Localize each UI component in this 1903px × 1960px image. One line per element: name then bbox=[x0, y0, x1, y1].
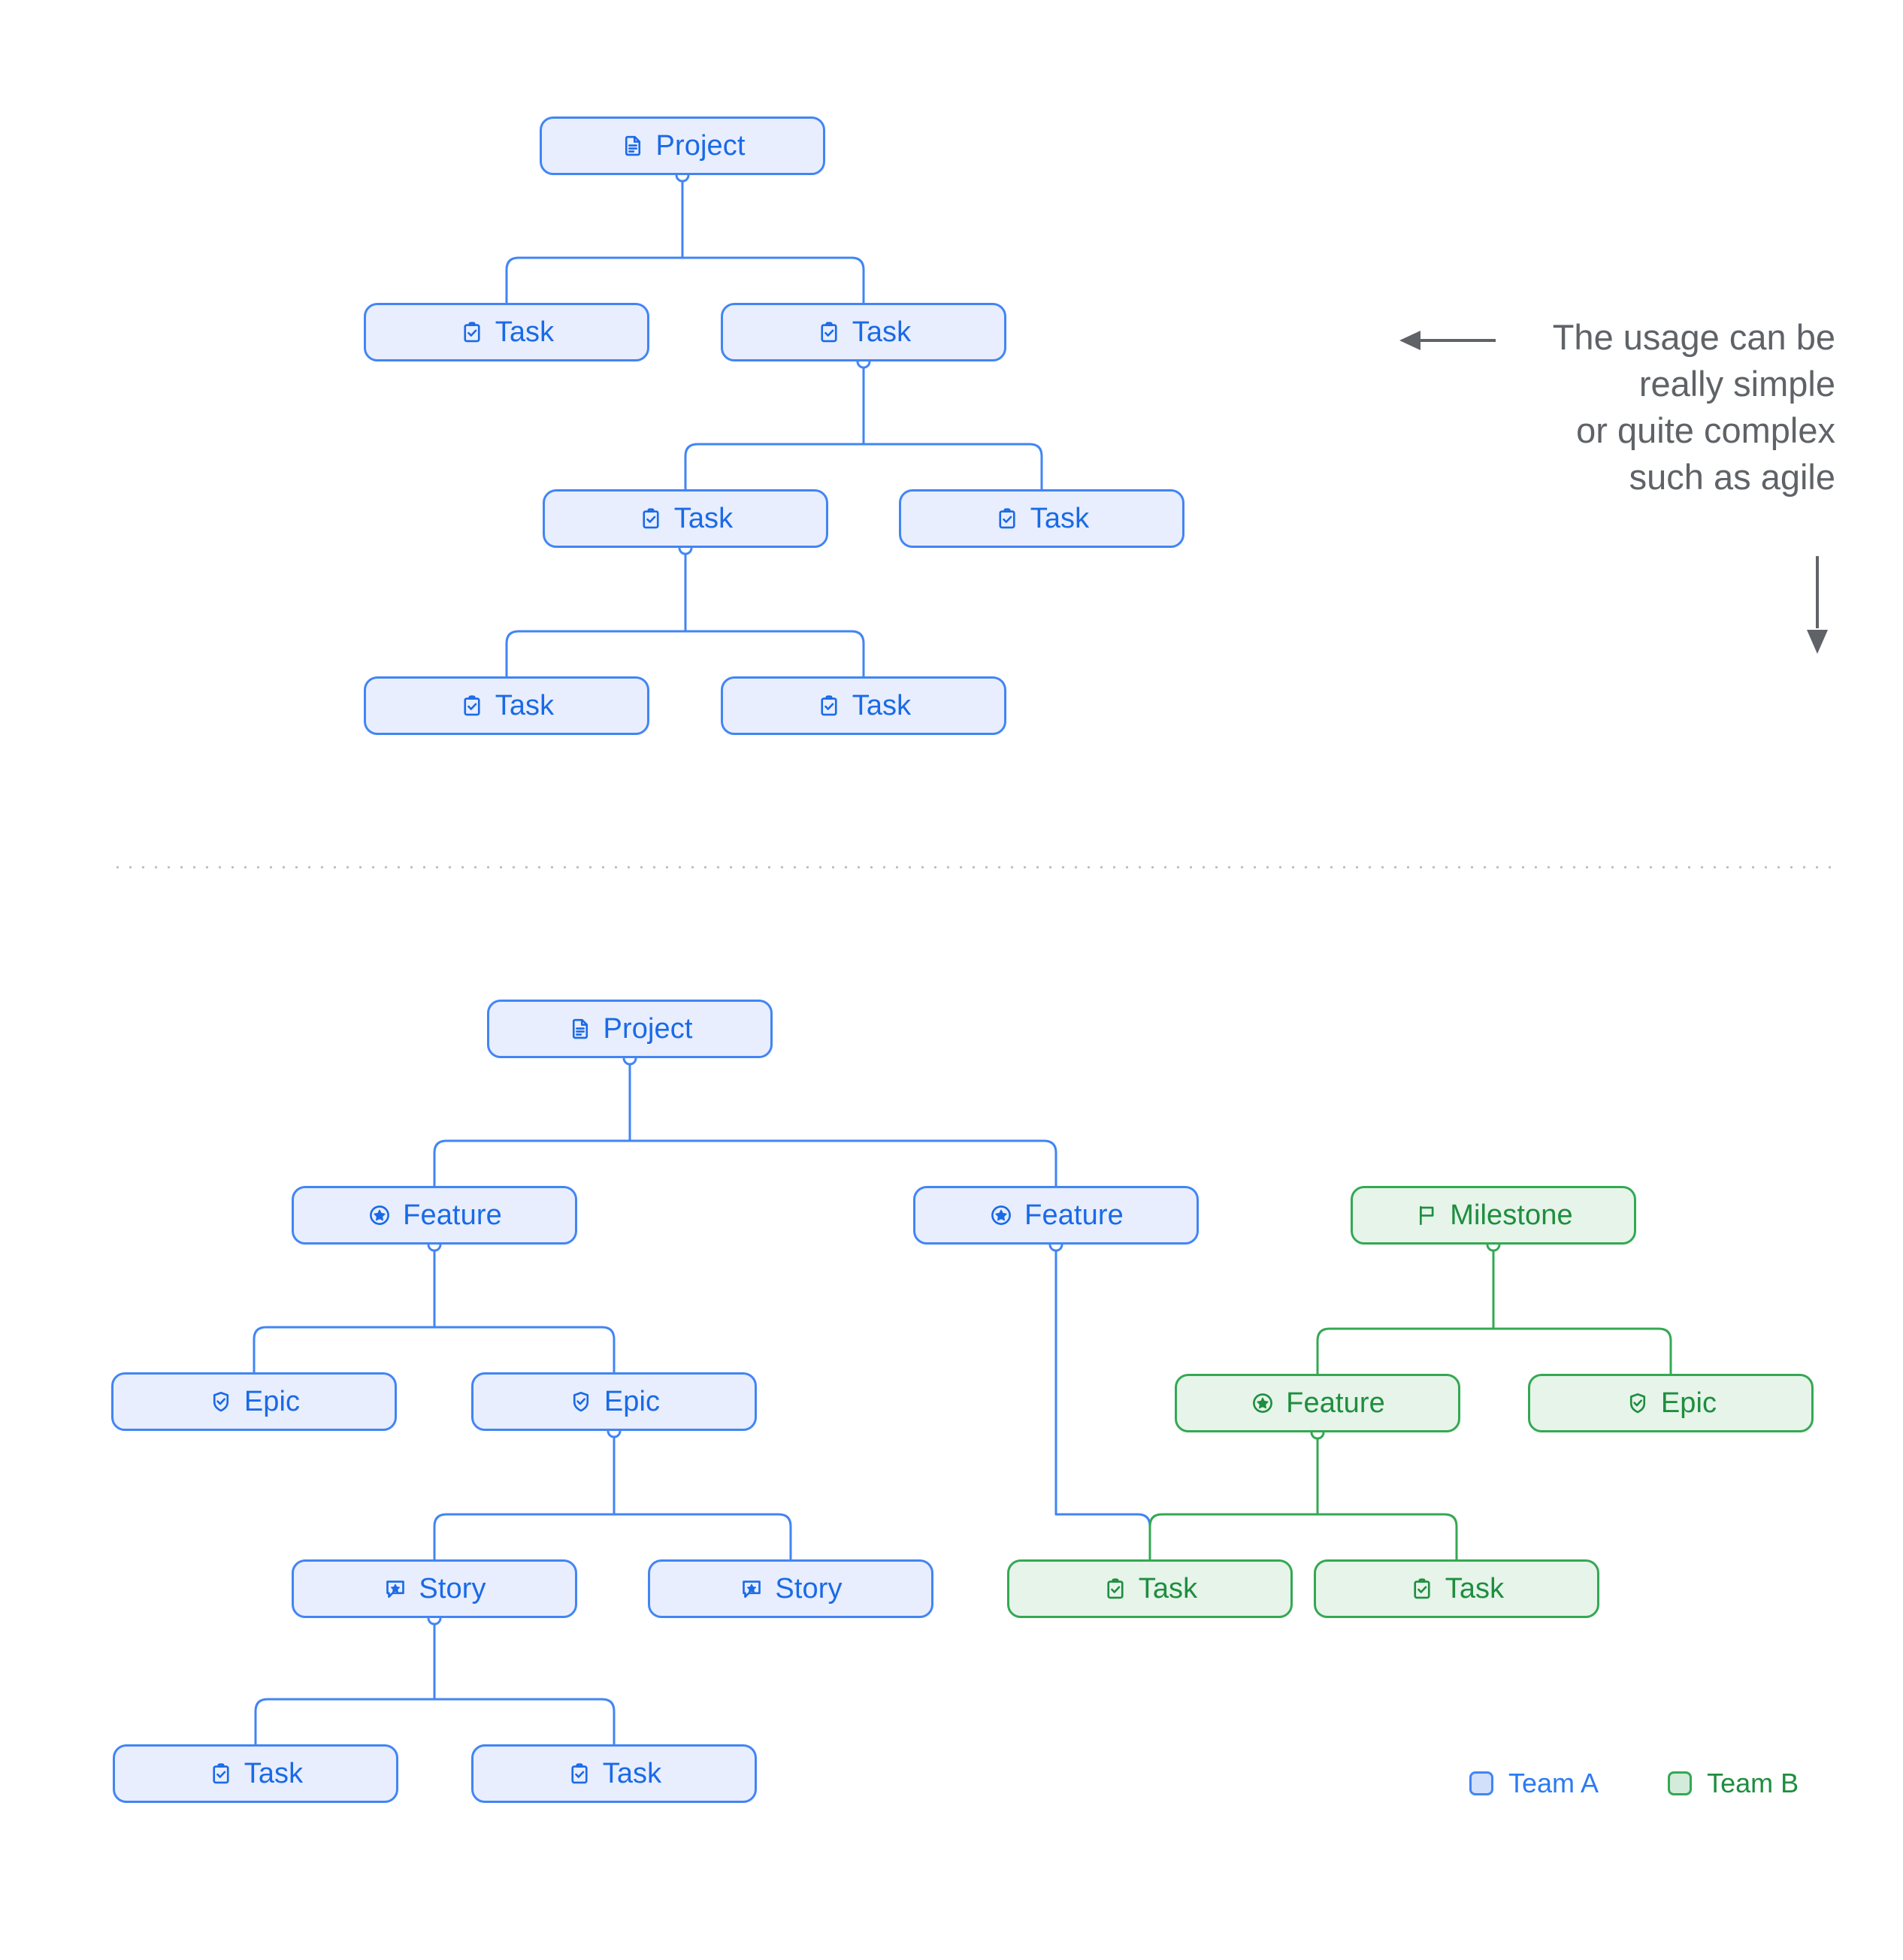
task-clipboard-icon bbox=[459, 693, 485, 718]
node-label: Project bbox=[603, 1012, 693, 1045]
arrow-left-icon bbox=[1399, 331, 1496, 350]
arrow-down-icon bbox=[1807, 556, 1828, 654]
connector bbox=[681, 256, 865, 304]
node-project-s1[interactable]: Project bbox=[540, 116, 825, 175]
annotation-line-2: really simple bbox=[1638, 364, 1835, 404]
connector bbox=[628, 1139, 1057, 1187]
connector bbox=[253, 1326, 436, 1374]
document-icon bbox=[620, 133, 646, 159]
annotation-line-4: such as agile bbox=[1629, 457, 1835, 498]
node-milestone-a4[interactable]: Milestone bbox=[1351, 1186, 1636, 1245]
story-bubble-icon bbox=[739, 1576, 764, 1602]
document-icon bbox=[567, 1016, 593, 1042]
connector bbox=[684, 630, 865, 678]
node-label: Feature bbox=[1024, 1199, 1124, 1231]
node-feature-a2[interactable]: Feature bbox=[292, 1186, 577, 1245]
node-label: Task bbox=[495, 689, 555, 721]
node-task-a11[interactable]: Task bbox=[1007, 1559, 1293, 1618]
node-label: Task bbox=[673, 502, 734, 534]
team-legend: Team A Team B bbox=[1469, 1768, 1799, 1799]
feature-star-icon bbox=[988, 1202, 1014, 1228]
node-label: Feature bbox=[403, 1199, 502, 1231]
section-divider bbox=[111, 866, 1840, 869]
connector bbox=[433, 1139, 631, 1187]
legend-item-team-a: Team A bbox=[1469, 1768, 1599, 1799]
node-task-s7[interactable]: Task bbox=[721, 676, 1006, 735]
node-label: Task bbox=[1030, 502, 1090, 534]
node-feature-a3[interactable]: Feature bbox=[913, 1186, 1199, 1245]
connector bbox=[684, 443, 865, 491]
node-story-a9[interactable]: Story bbox=[292, 1559, 577, 1618]
usage-annotation: The usage can be really simple or quite … bbox=[1496, 314, 1835, 501]
task-clipboard-icon bbox=[638, 506, 664, 531]
task-clipboard-icon bbox=[816, 319, 842, 345]
node-label: Task bbox=[852, 316, 912, 348]
connector bbox=[505, 256, 684, 304]
connector bbox=[1492, 1327, 1672, 1375]
node-label: Epic bbox=[244, 1385, 301, 1417]
feature-star-icon bbox=[367, 1202, 392, 1228]
node-label: Task bbox=[244, 1757, 304, 1789]
legend-swatch-team-a bbox=[1469, 1771, 1493, 1795]
connector bbox=[613, 1513, 792, 1561]
connector bbox=[254, 1698, 436, 1746]
node-label: Epic bbox=[1660, 1387, 1717, 1419]
node-task-s2[interactable]: Task bbox=[364, 303, 649, 361]
connector bbox=[433, 1326, 616, 1374]
legend-label-team-b: Team B bbox=[1707, 1768, 1799, 1798]
milestone-flag-icon bbox=[1414, 1202, 1439, 1228]
connector bbox=[1054, 1513, 1151, 1561]
node-label: Epic bbox=[604, 1385, 661, 1417]
task-clipboard-icon bbox=[994, 506, 1020, 531]
task-clipboard-icon bbox=[1103, 1576, 1128, 1602]
node-label: Task bbox=[495, 316, 555, 348]
node-task-a14[interactable]: Task bbox=[471, 1744, 757, 1803]
node-task-s4[interactable]: Task bbox=[543, 489, 828, 548]
feature-star-icon bbox=[1250, 1390, 1275, 1416]
node-epic-a6[interactable]: Epic bbox=[471, 1372, 757, 1431]
connector bbox=[1316, 1327, 1495, 1375]
task-clipboard-icon bbox=[816, 693, 842, 718]
task-clipboard-icon bbox=[208, 1761, 234, 1786]
node-task-s5[interactable]: Task bbox=[899, 489, 1184, 548]
node-label: Task bbox=[1138, 1572, 1198, 1605]
task-clipboard-icon bbox=[1409, 1576, 1435, 1602]
node-task-s6[interactable]: Task bbox=[364, 676, 649, 735]
node-epic-a5[interactable]: Epic bbox=[111, 1372, 397, 1431]
connector bbox=[1316, 1513, 1458, 1561]
epic-shield-icon bbox=[1625, 1390, 1650, 1416]
node-label: Task bbox=[602, 1757, 662, 1789]
node-label: Milestone bbox=[1450, 1199, 1573, 1231]
legend-label-team-a: Team A bbox=[1508, 1768, 1599, 1798]
node-epic-a8[interactable]: Epic bbox=[1528, 1374, 1814, 1432]
node-feature-a7[interactable]: Feature bbox=[1175, 1374, 1460, 1432]
node-label: Story bbox=[419, 1572, 486, 1605]
connector bbox=[433, 1698, 616, 1746]
task-clipboard-icon bbox=[459, 319, 485, 345]
node-label: Task bbox=[852, 689, 912, 721]
epic-shield-icon bbox=[208, 1389, 234, 1414]
story-bubble-icon bbox=[383, 1576, 408, 1602]
epic-shield-icon bbox=[568, 1389, 594, 1414]
node-story-a10[interactable]: Story bbox=[648, 1559, 933, 1618]
connector bbox=[505, 630, 687, 678]
node-project-a1[interactable]: Project bbox=[487, 1000, 773, 1058]
annotation-line-3: or quite complex bbox=[1576, 410, 1835, 451]
node-task-s3[interactable]: Task bbox=[721, 303, 1006, 361]
task-clipboard-icon bbox=[567, 1761, 592, 1786]
legend-item-team-b: Team B bbox=[1668, 1768, 1799, 1799]
connector bbox=[1148, 1513, 1319, 1561]
connector bbox=[862, 443, 1043, 491]
connector bbox=[433, 1513, 616, 1561]
node-task-a12[interactable]: Task bbox=[1314, 1559, 1599, 1618]
node-label: Feature bbox=[1286, 1387, 1385, 1419]
legend-swatch-team-b bbox=[1668, 1771, 1693, 1795]
annotation-line-1: The usage can be bbox=[1552, 317, 1835, 357]
node-label: Project bbox=[655, 129, 746, 162]
node-label: Story bbox=[775, 1572, 843, 1605]
node-label: Task bbox=[1445, 1572, 1505, 1605]
node-task-a13[interactable]: Task bbox=[113, 1744, 398, 1803]
